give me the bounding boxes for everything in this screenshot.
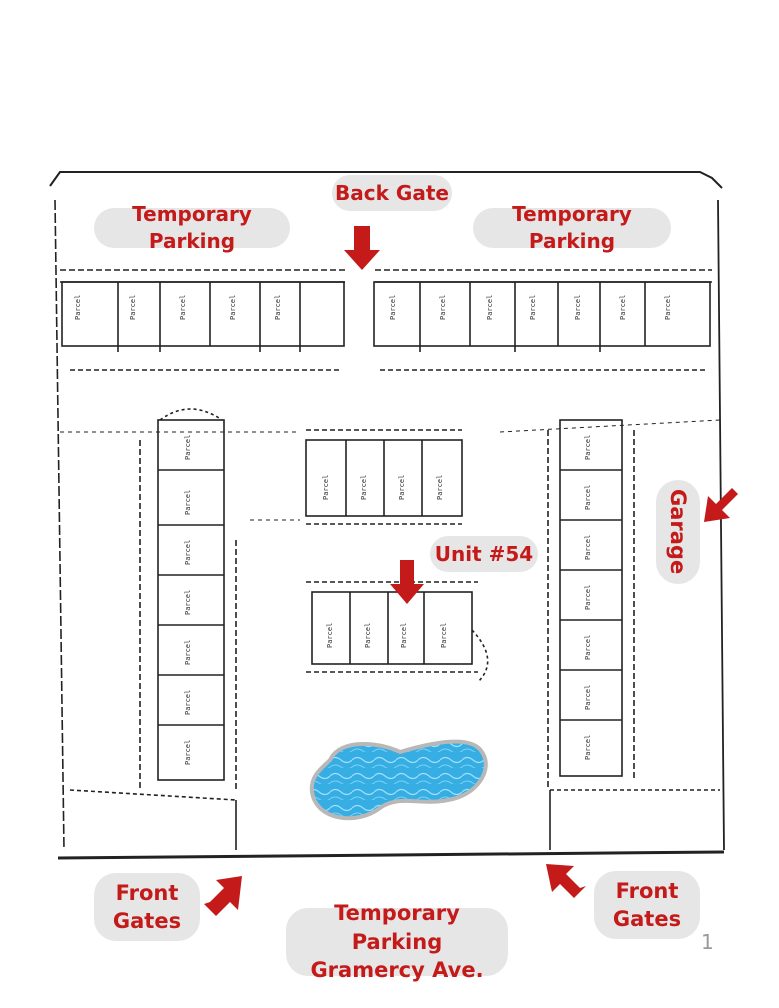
svg-text:Parcel: Parcel bbox=[664, 295, 672, 320]
svg-text:Parcel: Parcel bbox=[129, 295, 137, 320]
svg-text:Parcel: Parcel bbox=[584, 685, 592, 710]
svg-text:Parcel: Parcel bbox=[584, 435, 592, 460]
svg-text:Parcel: Parcel bbox=[322, 475, 330, 500]
svg-text:Parcel: Parcel bbox=[184, 435, 192, 460]
svg-text:Parcel: Parcel bbox=[74, 295, 82, 320]
back-gate-label: Back Gate bbox=[332, 175, 452, 211]
svg-text:Parcel: Parcel bbox=[574, 295, 582, 320]
svg-text:Parcel: Parcel bbox=[584, 635, 592, 660]
front-gates-left-label: Front Gates bbox=[94, 873, 200, 941]
svg-text:Parcel: Parcel bbox=[364, 623, 372, 648]
svg-text:Parcel: Parcel bbox=[184, 540, 192, 565]
gramercy-parking-label: Temporary Parking Gramercy Ave. bbox=[286, 901, 508, 982]
svg-text:Parcel: Parcel bbox=[184, 640, 192, 665]
svg-text:Parcel: Parcel bbox=[440, 623, 448, 648]
svg-text:Parcel: Parcel bbox=[360, 475, 368, 500]
plan-linework bbox=[49, 171, 725, 860]
svg-text:Parcel: Parcel bbox=[584, 585, 592, 610]
svg-text:Parcel: Parcel bbox=[184, 490, 192, 515]
svg-text:Parcel: Parcel bbox=[229, 295, 237, 320]
temporary-parking-left-label: Temporary Parking bbox=[94, 202, 290, 253]
svg-text:Parcel: Parcel bbox=[184, 590, 192, 615]
svg-text:Parcel: Parcel bbox=[584, 535, 592, 560]
unit-label: Unit #54 bbox=[430, 536, 538, 572]
garage-label: Garage bbox=[656, 480, 700, 584]
page-number: 1 bbox=[701, 930, 714, 954]
parcel-annotations: Parcel Parcel Parcel Parcel Parcel Parce… bbox=[74, 295, 672, 765]
svg-text:Parcel: Parcel bbox=[398, 475, 406, 500]
svg-text:Parcel: Parcel bbox=[529, 295, 537, 320]
svg-text:Parcel: Parcel bbox=[584, 735, 592, 760]
svg-text:Parcel: Parcel bbox=[184, 740, 192, 765]
arrow-icon bbox=[546, 864, 586, 898]
svg-text:Parcel: Parcel bbox=[389, 295, 397, 320]
arrow-icon bbox=[344, 226, 424, 604]
svg-text:Parcel: Parcel bbox=[400, 623, 408, 648]
svg-text:Parcel: Parcel bbox=[619, 295, 627, 320]
svg-text:Parcel: Parcel bbox=[179, 295, 187, 320]
front-gates-right-label: Front Gates bbox=[594, 871, 700, 939]
pool-icon bbox=[309, 739, 488, 821]
svg-text:Parcel: Parcel bbox=[326, 623, 334, 648]
arrow-icon bbox=[204, 876, 242, 916]
svg-text:Parcel: Parcel bbox=[439, 295, 447, 320]
svg-text:Parcel: Parcel bbox=[584, 485, 592, 510]
svg-text:Parcel: Parcel bbox=[486, 295, 494, 320]
arrow-icon bbox=[704, 488, 744, 522]
svg-text:Parcel: Parcel bbox=[436, 475, 444, 500]
temporary-parking-right-label: Temporary Parking bbox=[473, 202, 671, 253]
svg-text:Parcel: Parcel bbox=[274, 295, 282, 320]
svg-text:Parcel: Parcel bbox=[184, 690, 192, 715]
